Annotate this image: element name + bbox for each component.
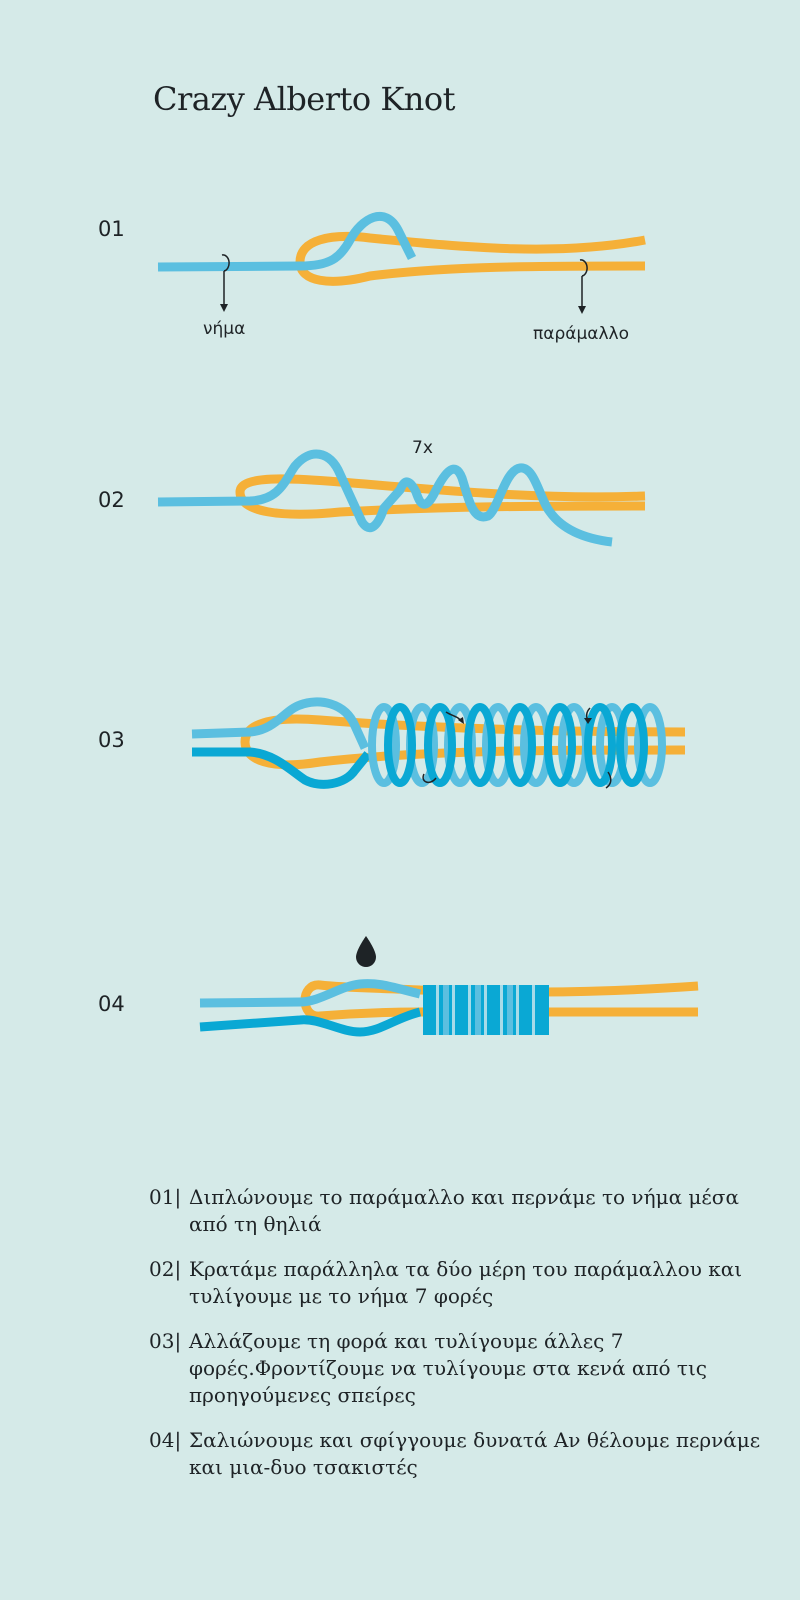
step-number-02: 02 xyxy=(98,488,125,512)
instruction-text: Σαλιώνουμε και σφίγγουμε δυνατά Αν θέλου… xyxy=(189,1428,761,1479)
instruction-number: 03| xyxy=(149,1329,182,1353)
wrap-count-label: 7x xyxy=(412,438,433,458)
step-number-01: 01 xyxy=(98,217,125,241)
coil-dark xyxy=(384,703,648,787)
instruction-item: 02| Κρατάμε παράλληλα τα δύο μέρη του πα… xyxy=(149,1256,769,1310)
step-01-diagram: νήμα παράμαλλο xyxy=(157,212,646,344)
instruction-text: Κρατάμε παράλληλα τα δύο μέρη του παράμα… xyxy=(189,1257,743,1308)
line-strand xyxy=(157,212,417,272)
step-04-diagram xyxy=(199,936,699,1037)
step-02-diagram: 7x xyxy=(157,438,646,547)
instruction-item: 03| Αλλάζουμε τη φορά και τυλίγουμε άλλε… xyxy=(149,1328,769,1409)
step-number-03: 03 xyxy=(98,728,125,752)
water-drop-icon xyxy=(356,936,376,967)
instruction-item: 04| Σαλιώνουμε και σφίγγουμε δυνατά Αν θ… xyxy=(149,1427,769,1481)
rotation-arrow-icon xyxy=(605,771,612,789)
line-strand-light xyxy=(191,697,370,750)
step-03-diagram xyxy=(191,697,686,789)
knot-wraps xyxy=(423,985,549,1035)
instruction-text: Διπλώνουμε το παράμαλλο και περνάμε το ν… xyxy=(189,1185,739,1236)
instruction-item: 01| Διπλώνουμε το παράμαλλο και περνάμε … xyxy=(149,1184,769,1238)
pointer-hook xyxy=(221,254,230,272)
instruction-number: 02| xyxy=(149,1257,182,1281)
instruction-number: 01| xyxy=(149,1185,182,1209)
instruction-number: 04| xyxy=(149,1428,182,1452)
label-line: νήμα xyxy=(203,319,245,339)
leader-strand xyxy=(235,474,646,519)
line-strand-dark xyxy=(199,1007,422,1037)
line-strand xyxy=(157,449,613,547)
instructions-list: 01| Διπλώνουμε το παράμαλλο και περνάμε … xyxy=(149,1184,769,1499)
line-strand-light xyxy=(199,979,422,1008)
label-leader: παράμαλλο xyxy=(533,324,629,344)
line-strand-dark xyxy=(192,747,372,789)
pointer-hook xyxy=(579,259,588,277)
rotation-arrow-icon xyxy=(422,773,437,784)
step-number-04: 04 xyxy=(98,992,125,1016)
page-title: Crazy Alberto Knot xyxy=(153,80,455,118)
instruction-text: Αλλάζουμε τη φορά και τυλίγουμε άλλες 7 … xyxy=(189,1329,707,1407)
